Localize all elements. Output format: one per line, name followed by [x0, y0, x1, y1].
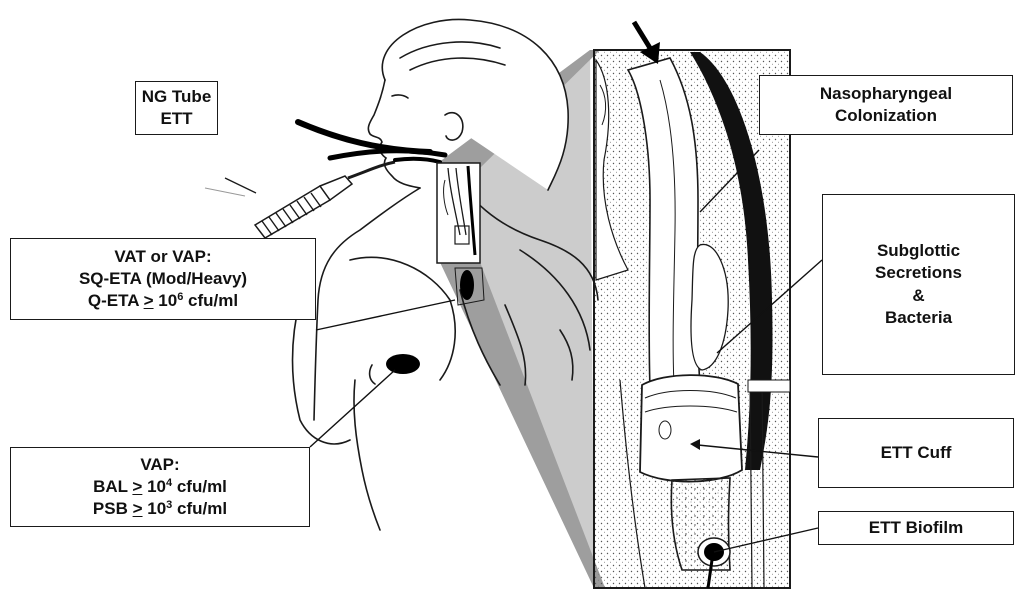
- vap-title: VAP:: [140, 454, 179, 476]
- bacteria-text: Bacteria: [885, 307, 952, 329]
- ng-tube-ett-label: NG Tube ETT: [135, 81, 218, 135]
- ett-text: ETT: [160, 108, 192, 130]
- secretions-text: Secretions: [875, 262, 962, 284]
- q-eta-criterion: Q-ETA > 106 cfu/ml: [88, 290, 238, 312]
- ng-tube-text: NG Tube: [142, 86, 212, 108]
- vap-criteria-box: VAP: BAL > 104 cfu/ml PSB > 103 cfu/ml: [10, 447, 310, 527]
- psb-criterion: PSB > 103 cfu/ml: [93, 498, 227, 520]
- ett-ng-tubes: [298, 122, 445, 162]
- vat-vap-title: VAT or VAP:: [114, 246, 211, 268]
- lung-lesion: [386, 354, 420, 374]
- subglottic-text: Subglottic: [877, 240, 960, 262]
- ampersand-text: &: [912, 285, 924, 307]
- trachea-secretion-spot: [460, 270, 474, 300]
- sq-eta-criterion: SQ-ETA (Mod/Heavy): [79, 268, 247, 290]
- nasopharyngeal-colonization-label: Nasopharyngeal Colonization: [759, 75, 1013, 135]
- ett-cuff-label: ETT Cuff: [818, 418, 1014, 488]
- ett-biofilm-label: ETT Biofilm: [818, 511, 1014, 545]
- ett-biofilm-text: ETT Biofilm: [869, 517, 963, 539]
- nasopharyngeal-text: Nasopharyngeal: [820, 83, 952, 105]
- ventilator-tubing: [255, 162, 395, 238]
- tubing-pointer: [225, 178, 256, 193]
- subglottic-secretions-label: Subglottic Secretions & Bacteria: [822, 194, 1015, 375]
- ett-cuff-text: ETT Cuff: [881, 442, 952, 464]
- inset-box: [437, 163, 480, 263]
- vat-vap-criteria-box: VAT or VAP: SQ-ETA (Mod/Heavy) Q-ETA > 1…: [10, 238, 316, 320]
- bal-criterion: BAL > 104 cfu/ml: [93, 476, 227, 498]
- colonization-text: Colonization: [835, 105, 937, 127]
